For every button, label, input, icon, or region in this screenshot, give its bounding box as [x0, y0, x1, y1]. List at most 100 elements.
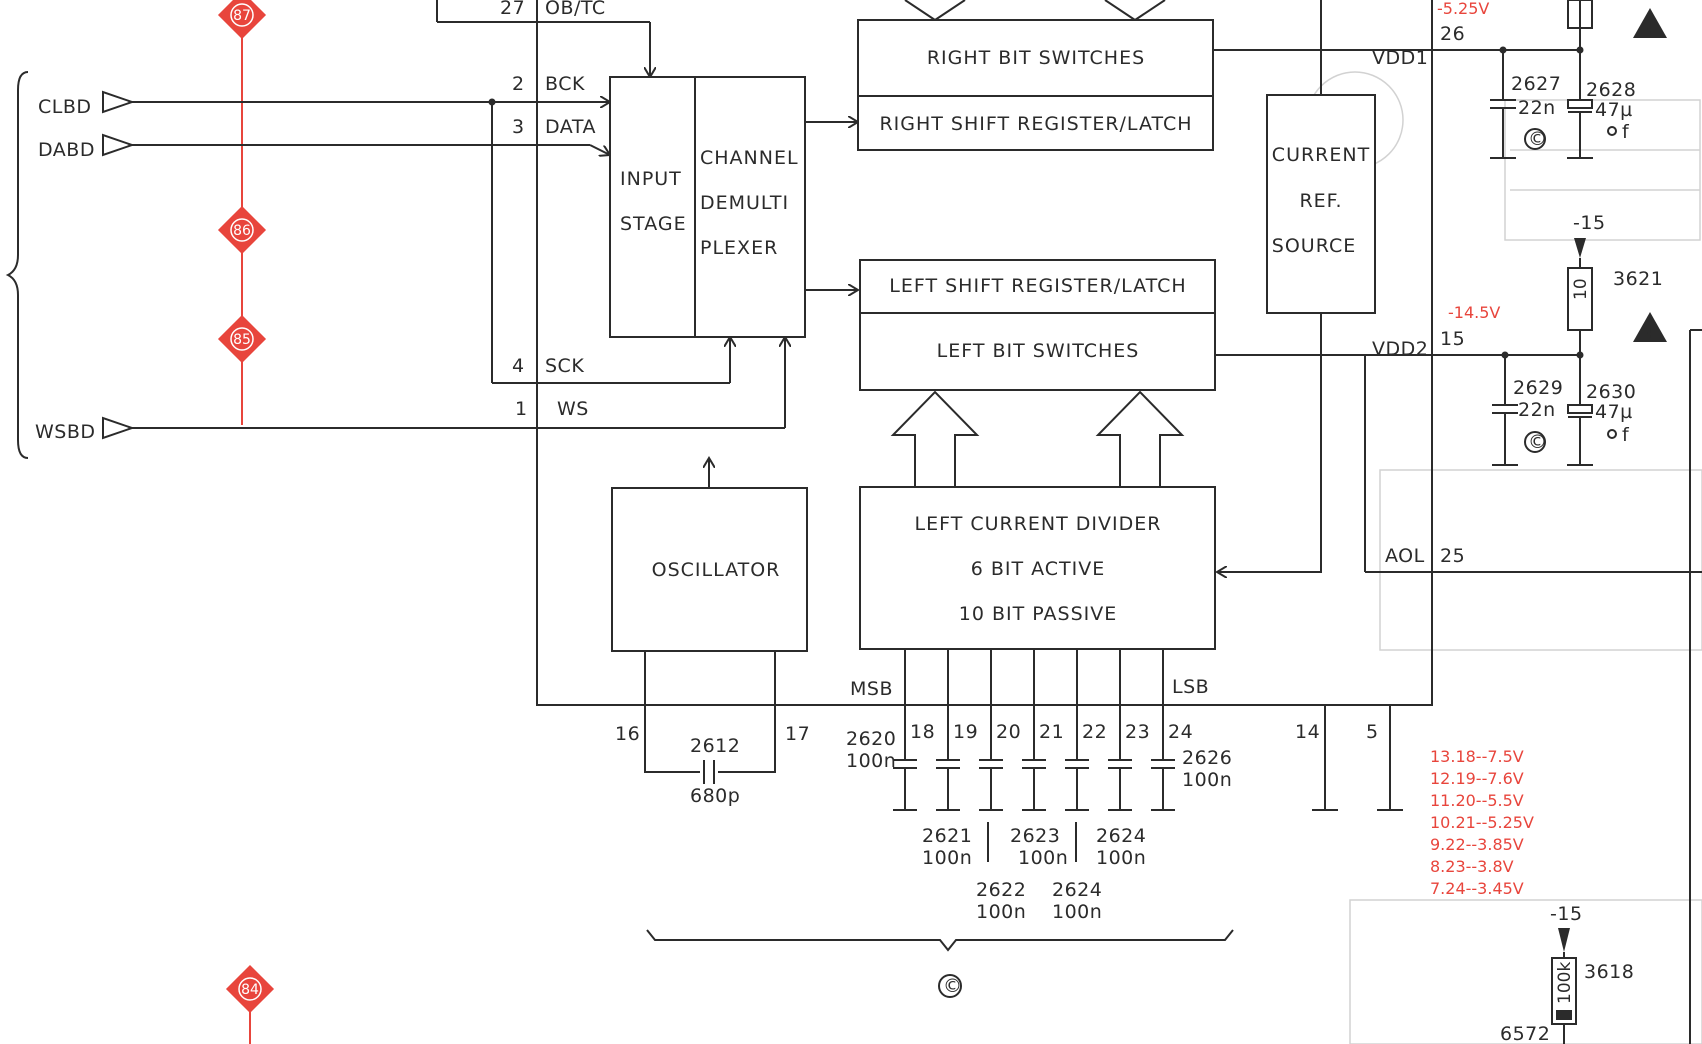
r3621-value: 10 [1571, 278, 1591, 300]
ic-outline [536, 0, 1433, 706]
vdd2-decoupling: -15 10 3621 ! 2629 22n © 2630 47µ f [1492, 212, 1667, 466]
hollow-arrow-top-2 [1104, 0, 1166, 22]
input-clbd: CLBD [38, 90, 136, 118]
c2624a-ref: 2624 [1096, 825, 1146, 847]
input-brace [5, 71, 29, 459]
c2629-value: 22n [1518, 399, 1556, 421]
test-point-84: 84 [225, 964, 275, 1014]
r3618-value: 100k [1555, 962, 1575, 1004]
c2628-ref: 2628 [1586, 79, 1636, 101]
pin-17: 17 [785, 723, 810, 745]
rail-minus15-b: -15 [1550, 903, 1583, 925]
signal-msb: MSB [850, 678, 893, 700]
c2627-ref: 2627 [1511, 73, 1561, 95]
dabd-label: DABD [38, 139, 95, 161]
test-point-86-label: 86 [233, 223, 251, 239]
voltage-row-5: 9.22--3.85V [1430, 835, 1524, 854]
c2612-value: 680p [690, 785, 740, 807]
test-point-85: 85 [217, 314, 267, 364]
pin-5: 5 [1366, 721, 1379, 743]
pin-2: 2 [512, 73, 525, 95]
pin-24: 24 [1168, 721, 1193, 743]
current-ref-block [1266, 94, 1376, 314]
warning-icon-2 [1633, 312, 1667, 342]
c2612-ref: 2612 [690, 735, 740, 757]
c2620-ref: 2620 [846, 728, 896, 750]
current-ref-line3: SOURCE [1272, 235, 1356, 257]
c2624b-value: 100n [1052, 901, 1102, 923]
left-bit-switches-label: LEFT BIT SWITCHES [937, 340, 1140, 362]
signal-sck: SCK [545, 355, 584, 377]
c2628-value: 47µ [1595, 99, 1633, 121]
right-shift-register-label: RIGHT SHIFT REGISTER/LATCH [879, 113, 1192, 135]
c2630-value: 47µ [1595, 401, 1633, 423]
test-point-85-label: 85 [233, 332, 251, 348]
pin-26: 26 [1440, 23, 1465, 45]
demux-line2: DEMULTI [700, 192, 789, 214]
lcd-line1: LEFT CURRENT DIVIDER [915, 513, 1162, 535]
c2624a-value: 100n [1096, 847, 1146, 869]
r3621-ref: 3621 [1613, 268, 1663, 290]
clbd-label: CLBD [38, 96, 92, 118]
voltage-row-6: 8.23--3.8V [1430, 857, 1514, 876]
pin-15: 15 [1440, 328, 1465, 350]
pin-18: 18 [910, 721, 935, 743]
c2627-value: 22n [1518, 97, 1556, 119]
hollow-arrow-up-2 [1095, 390, 1185, 488]
right-block [857, 19, 1214, 151]
left-shift-register-label: LEFT SHIFT REGISTER/LATCH [889, 275, 1186, 297]
right-bit-switches-label: RIGHT BIT SWITCHES [927, 47, 1145, 69]
warning-mark-1: ! [1645, 18, 1653, 39]
c2621-value: 100n [922, 847, 972, 869]
voltage-row-3: 11.20--5.5V [1430, 791, 1524, 810]
copyright-circle-3 [938, 974, 962, 998]
pin-27: 27 [500, 0, 525, 19]
c2624b-ref: 2624 [1052, 879, 1102, 901]
ref-6572: 6572 [1500, 1023, 1550, 1044]
c2621-ref: 2621 [922, 825, 972, 847]
signal-data: DATA [545, 116, 596, 138]
voltage-vdd2: -14.5V [1448, 303, 1500, 322]
divider-pins [893, 649, 1175, 862]
clbd-connector-icon [102, 90, 136, 114]
pin-4: 4 [512, 355, 525, 377]
signal-bck: BCK [545, 73, 585, 95]
warning-mark-2: ! [1645, 322, 1653, 343]
test-point-84-label: 84 [241, 982, 259, 998]
wsbd-label: WSBD [35, 421, 96, 443]
c2626-value: 100n [1182, 769, 1232, 791]
c2626-ref: 2626 [1182, 747, 1232, 769]
current-ref-line1: CURRENT [1272, 144, 1370, 166]
signal-ws: WS [557, 398, 589, 420]
f-label-1: f [1622, 121, 1630, 143]
c2630-ref: 2630 [1586, 381, 1636, 403]
test-point-87-label: 87 [233, 8, 251, 24]
pin-1: 1 [515, 398, 528, 420]
demux-line3: PLEXER [700, 237, 778, 259]
pin-3: 3 [512, 116, 525, 138]
c2622-value: 100n [976, 901, 1026, 923]
osc-pin16-wire [644, 651, 700, 773]
c2623-ref: 2623 [1010, 825, 1060, 847]
oscillator-block [611, 487, 808, 652]
c2622-ref: 2622 [976, 879, 1026, 901]
pin-21: 21 [1039, 721, 1064, 743]
rail-arrow-icon-1 [1574, 238, 1586, 258]
signal-aol: AOL [1385, 545, 1425, 567]
oscillator-label: OSCILLATOR [652, 559, 781, 581]
wsbd-connector-icon [102, 416, 136, 440]
capacitor-group-brace [646, 929, 1234, 952]
r3618-ref: 3618 [1584, 961, 1634, 983]
left-block [859, 259, 1216, 391]
input-dabd: DABD [38, 133, 136, 161]
test-point-86: 86 [217, 205, 267, 255]
voltage-row-4: 10.21--5.25V [1430, 813, 1534, 832]
dabd-connector-icon [102, 133, 136, 157]
input-demux-block [609, 76, 806, 338]
input-stage-line1: INPUT [620, 168, 682, 190]
resistor-3618: -15 100k 3618 6572 [1500, 903, 1634, 1044]
copyright-symbol-3: © [943, 975, 963, 997]
signal-obtc: OB/TC [545, 0, 606, 19]
pin-19: 19 [953, 721, 978, 743]
